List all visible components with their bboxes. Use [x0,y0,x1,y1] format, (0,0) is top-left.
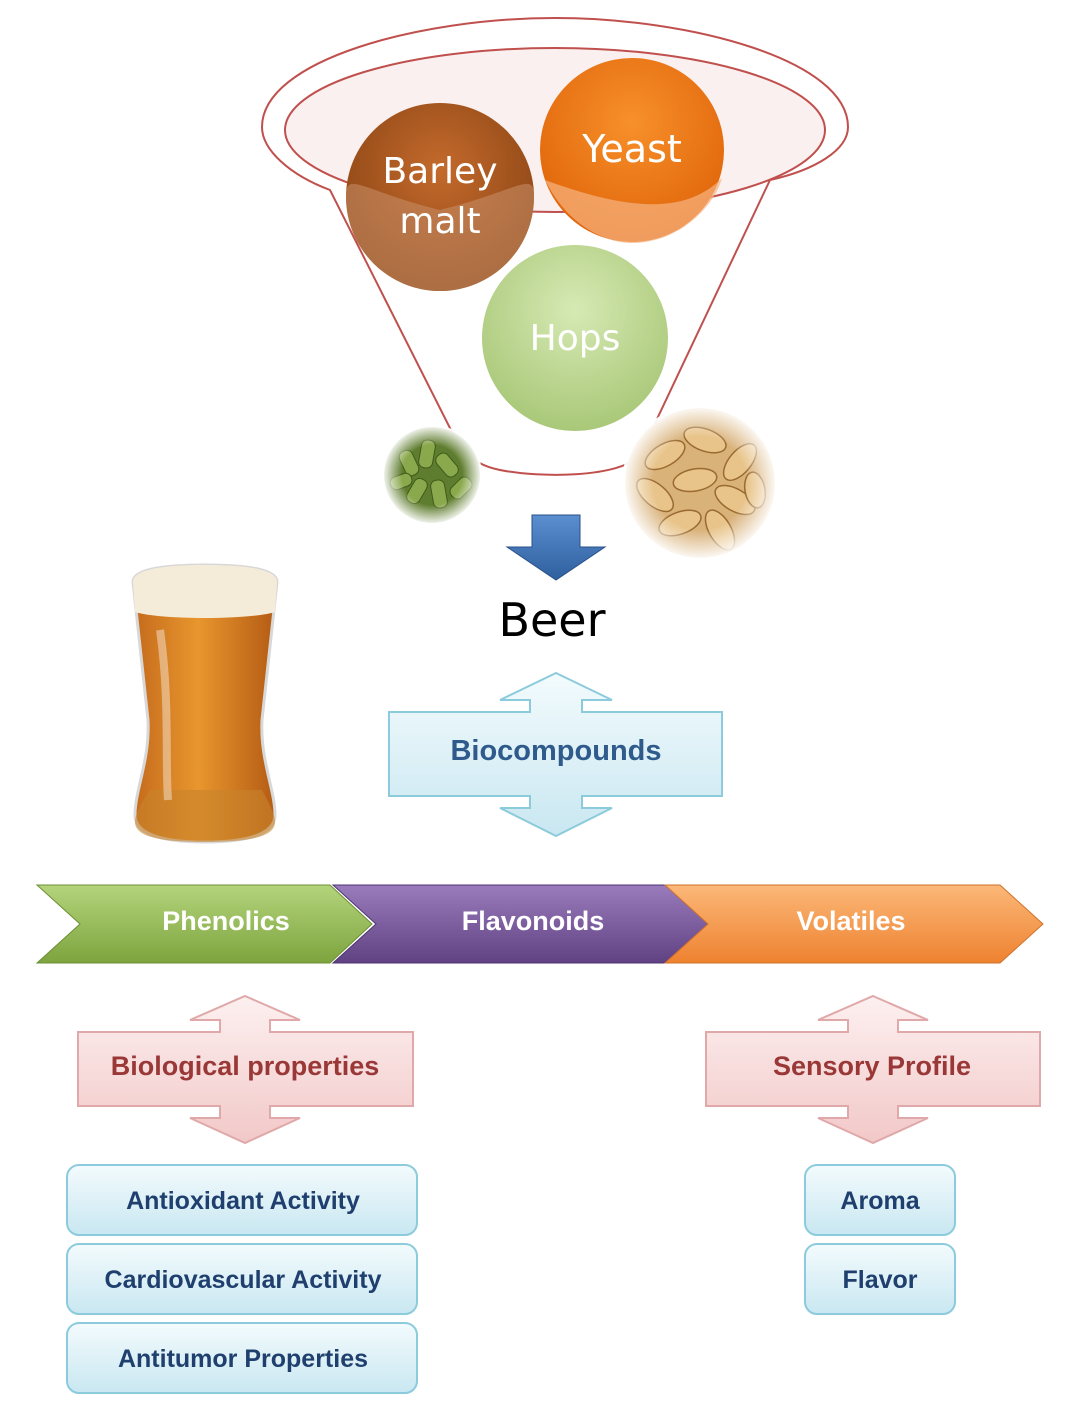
flavor-box: Flavor [804,1243,956,1315]
beer-label: Beer [498,593,605,647]
phenolics-chevron: Phenolics [35,884,373,964]
biological-properties-label: Biological properties [111,1051,380,1081]
biological-properties-box: Biological properties [77,994,414,1145]
flavor-label: Flavor [842,1266,917,1294]
volatiles-label: Volatiles [796,906,905,936]
beer-glass-image [131,563,279,844]
down-arrow-icon [505,514,607,581]
antioxidant-activity-label: Antioxidant Activity [126,1187,360,1215]
sensory-profile-label: Sensory Profile [773,1051,971,1081]
antitumor-properties-box: Antitumor Properties [66,1322,418,1394]
hops-label: Hops [530,318,621,359]
flavonoids-label: Flavonoids [462,906,605,936]
phenolics-label: Phenolics [162,906,290,936]
malt-label: malt [399,201,480,242]
aroma-label: Aroma [840,1187,920,1215]
hops-circle: Hops [482,245,668,431]
barley-malt-circle: Barley malt [346,103,534,291]
sensory-profile-box: Sensory Profile [705,994,1041,1145]
cardiovascular-activity-box: Cardiovascular Activity [66,1243,418,1315]
aroma-box: Aroma [804,1164,956,1236]
antitumor-properties-label: Antitumor Properties [118,1345,368,1373]
hop-pellets-image [382,425,482,525]
volatiles-chevron: Volatiles [663,884,1044,964]
barley-label: Barley [382,151,497,192]
yeast-label: Yeast [581,127,682,171]
biocompounds-label: Biocompounds [450,735,661,767]
barley-grains-image [622,405,778,561]
antioxidant-activity-box: Antioxidant Activity [66,1164,418,1236]
yeast-circle: Yeast [540,58,724,243]
biocompounds-box: Biocompounds [388,671,723,838]
cardiovascular-activity-label: Cardiovascular Activity [105,1266,382,1294]
flavonoids-chevron: Flavonoids [331,884,715,964]
